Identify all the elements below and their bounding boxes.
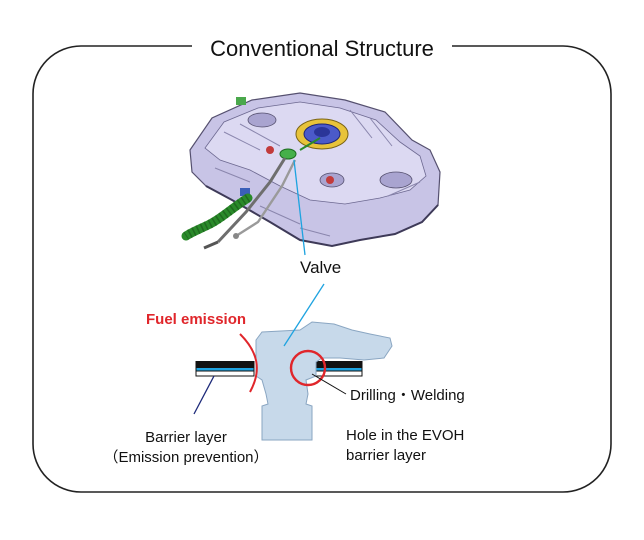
evoh-hole-label-line1: Hole in the EVOH bbox=[346, 427, 465, 444]
green-hose-ribs bbox=[183, 194, 251, 240]
blue-connector bbox=[240, 188, 250, 196]
tank-pocket bbox=[247, 112, 277, 128]
barrier-leader-line bbox=[193, 375, 215, 415]
drilling-leader-line bbox=[311, 373, 347, 395]
tank-pocket bbox=[379, 171, 413, 189]
pipe-end bbox=[203, 240, 219, 250]
pipe bbox=[235, 159, 297, 238]
red-cap bbox=[326, 176, 334, 184]
pipe-fitting bbox=[233, 233, 239, 239]
valve-cross-section bbox=[195, 321, 393, 441]
diagram-title: Conventional Structure bbox=[0, 36, 644, 62]
pump-center bbox=[314, 127, 330, 137]
fuel-emission-arc bbox=[239, 333, 258, 393]
barrier-layer-label: Barrier layer （Emission prevention） bbox=[96, 428, 276, 468]
barrier-layer-label-line2: （Emission prevention） bbox=[103, 449, 269, 466]
fuel-tank-illustration bbox=[181, 92, 441, 250]
valve-leader-line-top bbox=[293, 159, 306, 256]
evoh-hole-label: Hole in the EVOH barrier layer bbox=[346, 426, 464, 466]
valve-label: Valve bbox=[300, 258, 342, 277]
evoh-hole-label-line2: barrier layer bbox=[346, 447, 427, 464]
barrier-layer-left bbox=[195, 361, 255, 377]
valve-body bbox=[255, 321, 393, 441]
tank-bottom-edge bbox=[205, 185, 439, 248]
barrier-layer-label-line1: Barrier layer bbox=[145, 429, 227, 446]
red-cap bbox=[266, 146, 274, 154]
tank-valve-green bbox=[279, 148, 297, 160]
valve-leader-line-bottom bbox=[283, 283, 325, 347]
pipe bbox=[216, 157, 287, 244]
tank-ribs bbox=[214, 109, 421, 237]
green-tab bbox=[236, 97, 246, 105]
pipe bbox=[299, 137, 321, 151]
fuel-emission-label: Fuel emission bbox=[146, 311, 247, 328]
drilling-welding-label: Drilling・Welding bbox=[350, 387, 465, 404]
drilling-welding-circle bbox=[289, 349, 327, 387]
